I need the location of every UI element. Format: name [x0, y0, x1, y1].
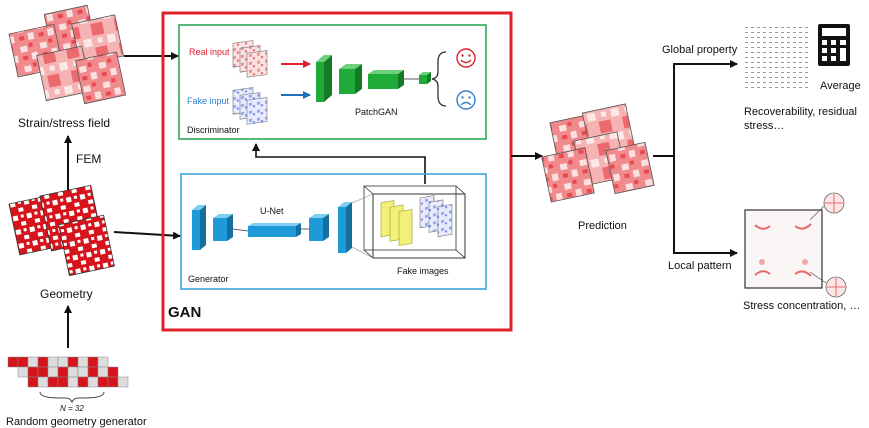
fake-images-label: Fake images — [397, 266, 449, 276]
strain-stress-field-label: Strain/stress field — [18, 116, 111, 130]
recoverability-label-line1: Recoverability, residual — [744, 106, 857, 118]
prediction-label: Prediction — [578, 220, 627, 232]
gan-frame — [161, 11, 513, 332]
unet-connector-a — [232, 228, 249, 232]
patchgan-label: PatchGAN — [355, 107, 398, 117]
generator-box — [180, 173, 487, 290]
fake-images-box — [351, 185, 466, 259]
random-geometry-generator-label: Random geometry generator — [6, 416, 147, 428]
zoom-circle-top — [809, 192, 845, 221]
fake-to-discriminator-arrow — [252, 143, 426, 184]
real-input-label: Real input — [189, 47, 230, 57]
geometry-label: Geometry — [40, 287, 93, 301]
calculator-icon — [818, 24, 850, 66]
yellow-feature-maps — [380, 200, 413, 247]
gan-label: GAN — [168, 304, 202, 321]
real-input-stack — [232, 40, 268, 78]
happy-face-icon — [456, 48, 476, 68]
n-label: N = 32 — [60, 404, 84, 413]
local-pattern-label: Local pattern — [668, 260, 732, 272]
prediction-stack — [541, 103, 655, 203]
global-property-label: Global property — [662, 44, 738, 56]
discriminator-label: Discriminator — [187, 125, 240, 135]
geometry-stack — [8, 184, 115, 277]
discriminator-box — [178, 24, 487, 140]
patchgan-network — [316, 55, 431, 102]
stress-concentration-label: Stress concentration, … — [743, 300, 861, 312]
strain-stress-field-stack — [8, 4, 127, 105]
blue-fake-images — [419, 195, 453, 238]
global-property-grid — [744, 24, 808, 88]
recoverability-label-line2: stress… — [744, 120, 785, 132]
fake-input-label: Fake input — [187, 96, 230, 106]
zoom-circle-bottom — [809, 271, 847, 298]
fem-label: FEM — [76, 152, 102, 166]
output-brace — [431, 51, 447, 107]
average-label: Average — [820, 80, 861, 92]
n-brace — [39, 391, 105, 404]
sad-face-icon — [456, 90, 476, 110]
unet-network — [192, 202, 352, 253]
unet-label: U-Net — [260, 206, 284, 216]
random-geometry-strips — [7, 356, 129, 388]
fake-input-stack — [232, 87, 268, 125]
local-pattern-square — [744, 209, 823, 289]
generator-label: Generator — [188, 274, 229, 284]
geometry-to-generator-arrow — [113, 231, 181, 240]
